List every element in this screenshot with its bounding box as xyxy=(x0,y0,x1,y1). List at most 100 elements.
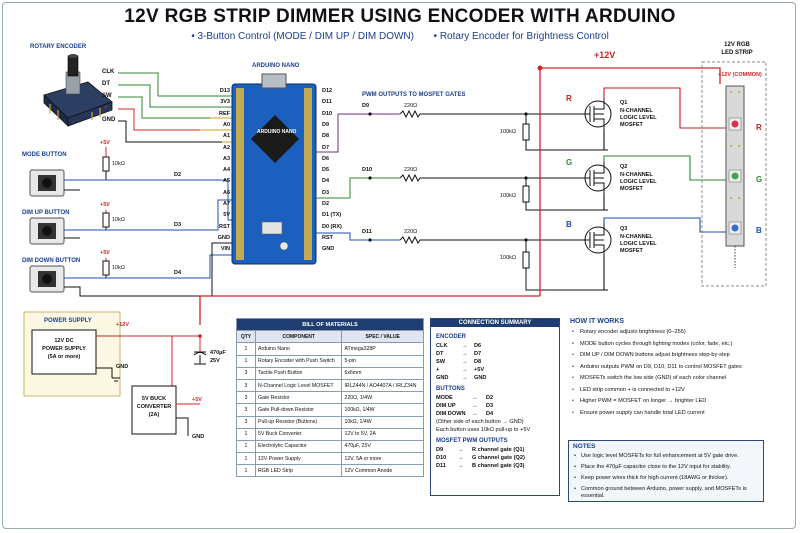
wire-clk xyxy=(118,72,232,97)
how-bullet: • xyxy=(572,398,574,404)
how-bullet: • xyxy=(572,386,574,393)
bom-spec: 100kΩ, 1/4W xyxy=(341,403,424,417)
conn-mosfet-from: D10 xyxy=(436,455,447,461)
strip-color-g: G xyxy=(756,175,763,184)
pwm-net-label: D11 xyxy=(362,229,372,235)
psu-gnd-label: GND xyxy=(116,364,129,370)
buck-gnd-label: GND xyxy=(192,434,205,440)
gate-resistor-label: 220Ω xyxy=(404,103,418,109)
dim-up-button-icon xyxy=(29,217,65,245)
channel-color-label: R xyxy=(566,94,572,103)
bom-component: N-Channel Logic Level MOSFET xyxy=(254,378,343,393)
page-subtitle: • 3-Button Control (MODE / DIM UP / DIM … xyxy=(0,31,800,42)
conn-arrow: → xyxy=(462,359,468,365)
how-item: Higher PWM = MOSFET on longer → brighter… xyxy=(580,398,707,404)
bom-spec: 12V Common Anode xyxy=(341,464,424,478)
mosfet-name: Q3 xyxy=(620,226,628,232)
conn-arrow: → xyxy=(458,447,464,453)
strip-color-b: B xyxy=(756,226,762,235)
how-item: Arduino outputs PWM on D9, D10, D11 to c… xyxy=(580,363,742,370)
led-strip-icon xyxy=(701,61,767,287)
bom-component: 12V Power Supply xyxy=(254,452,343,466)
bom-component: Rotary Encoder with Push Switch xyxy=(254,354,343,368)
dim-down-button-vcc: +5V xyxy=(100,250,110,256)
bom-component: RGB LED Strip xyxy=(254,464,343,478)
mosfet-desc-line: N-CHANNEL xyxy=(620,108,653,114)
conn-encoder-from: GND xyxy=(436,375,449,381)
bom-spec: 12V, 5A or more xyxy=(341,452,424,466)
conn-encoder-to: D7 xyxy=(474,351,482,357)
mosfet-icons xyxy=(584,98,612,256)
mosfet-desc-line: N-CHANNEL xyxy=(620,234,653,240)
cap-voltage: 25V xyxy=(210,358,220,364)
connection-summary-title: CONNECTION SUMMARY xyxy=(431,319,559,327)
how-bullet: • xyxy=(572,409,574,416)
conn-encoder-from: DT xyxy=(436,351,444,357)
conn-button-to: D4 xyxy=(486,411,494,417)
nano-right-pin: D1 (TX) xyxy=(322,212,342,219)
encoder-pin-sw: SW xyxy=(102,93,112,99)
note-item: Keep power wires thick for high current … xyxy=(581,475,729,481)
nano-right-pin: D9 xyxy=(322,121,330,128)
mode-button-label: MODE BUTTON xyxy=(22,152,67,158)
pwm-label: PWM OUTPUTS TO MOSFET GATES xyxy=(362,92,466,98)
nano-left-pin: GND xyxy=(217,234,230,241)
encoder-pin-gnd: GND xyxy=(102,117,116,123)
bom-spec: 6x6mm xyxy=(341,366,424,380)
how-bullet: • xyxy=(572,363,574,370)
conn-mosfet-from: D11 xyxy=(436,463,446,469)
how-item: Ensure power supply can handle total LED… xyxy=(580,409,705,416)
encoder-pin-plus: + xyxy=(104,105,108,111)
dim-down-button-net: D4 xyxy=(174,270,182,276)
bom-component: Arduino Nano xyxy=(254,342,343,356)
conn-arrow: → xyxy=(458,455,464,461)
bom-header-spec: SPEC / VALUE xyxy=(341,330,424,344)
strip-label-1: 12V RGB xyxy=(724,42,750,48)
pulldown-resistor-label: 100kΩ xyxy=(500,193,517,199)
conn-button-from: MODE xyxy=(436,395,453,401)
note-bullet: • xyxy=(574,464,576,470)
nano-right-pin: D11 xyxy=(322,99,332,106)
dim-up-button-resistor: 10kΩ xyxy=(112,217,125,223)
rotary-encoder-icon xyxy=(43,54,113,127)
nano-label: ARDUINO NANO xyxy=(252,63,300,69)
encoder-pin-clk: CLK xyxy=(102,69,115,75)
psu-box-line2: POWER SUPPLY xyxy=(42,346,86,352)
wire-plus xyxy=(118,108,232,131)
wire-gnd xyxy=(118,120,232,143)
bom-spec: 470µF, 25V xyxy=(341,439,424,454)
note-bullet: • xyxy=(574,453,576,459)
how-item: MOSFETs switch the low side (GND) of eac… xyxy=(580,375,727,381)
note-item: Common ground between Arduino, power sup… xyxy=(581,486,747,499)
conn-arrow: → xyxy=(472,411,478,417)
note-bullet: • xyxy=(574,475,576,481)
conn-mosfet-to: G channel gate (Q2) xyxy=(472,455,525,461)
note-bullet: • xyxy=(574,486,576,492)
conn-encoder-from: + xyxy=(436,367,440,373)
pulldown-resistor-label: 100kΩ xyxy=(500,255,517,261)
nano-left-pin: A4 xyxy=(222,167,230,174)
nano-right-pin: D5 xyxy=(322,167,330,174)
how-it-works-title: HOW IT WORKS xyxy=(570,318,625,325)
conn-mosfet-to: R channel gate (Q1) xyxy=(472,447,525,453)
mosfet-desc-line: LOGIC LEVEL xyxy=(620,241,657,247)
nano-right-pin: D10 xyxy=(322,110,333,117)
nano-left-pin: A5 xyxy=(222,178,230,185)
wire-sw xyxy=(118,96,210,119)
mosfet-desc-line: LOGIC LEVEL xyxy=(620,179,657,185)
channel-color-label: B xyxy=(566,220,572,229)
nano-left-pin: A2 xyxy=(222,144,230,151)
how-item: Rotary encoder adjusts brightness (0–255… xyxy=(580,329,686,335)
conn-buttons-heading: BUTTONS xyxy=(436,386,465,392)
note-item: Use logic level MOSFETs for full enhance… xyxy=(581,453,739,459)
dim-down-button-resistor: 10kΩ xyxy=(112,265,125,271)
bom-component: Gate Pull-down Resistor xyxy=(254,403,343,417)
pwm-net-label: D10 xyxy=(362,167,373,173)
dim-down-button-icon xyxy=(29,265,65,293)
mosfet-desc-line: MOSFET xyxy=(620,122,643,128)
